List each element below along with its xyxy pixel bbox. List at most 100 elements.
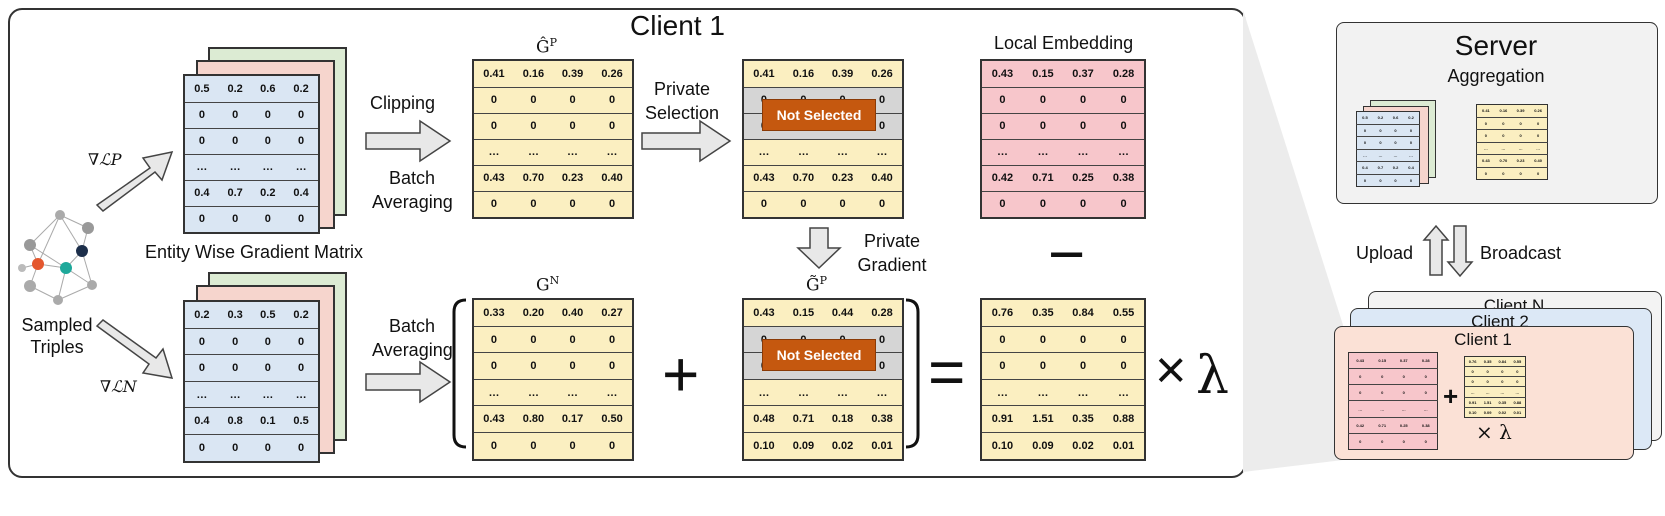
- gp-selected-matrix-cell: …: [822, 138, 863, 165]
- result-matrix-cell: 0: [1103, 352, 1145, 380]
- gp-selected-matrix-cell: 0.40: [862, 164, 903, 191]
- local-embedding-matrix-cell: 0.28: [1103, 60, 1145, 87]
- gp-tilde-matrix-cell: 0.18: [822, 405, 863, 433]
- gp-tilde-matrix-cell: 0.10: [743, 431, 784, 460]
- server-mini-grad-cell: 0: [1372, 123, 1388, 137]
- client-stack-mini-embedding-cell: …: [1414, 400, 1438, 418]
- neg-gradient-matrix-cell: 0: [184, 354, 219, 382]
- gp-matrix-cell: 0: [592, 112, 633, 139]
- result-matrix-cell: …: [1062, 378, 1104, 406]
- server-mini-out-cell: …: [1511, 141, 1530, 155]
- neg-gradient-matrix-cell: 0: [251, 354, 285, 382]
- gp-matrix-cell: 0: [552, 112, 593, 139]
- result-matrix-cell: 0.10: [981, 431, 1023, 460]
- server-mini-out-row: …………: [1476, 141, 1548, 155]
- gn-matrix-cell: 0.80: [513, 405, 553, 433]
- pos-gradient-matrix-cell: 0.4: [284, 179, 319, 206]
- gp-matrix-cell: 0: [592, 190, 633, 218]
- local-embedding-matrix-cell: 0.42: [981, 164, 1023, 191]
- neg-gradient-matrix-cell: 0: [218, 433, 252, 462]
- gn-matrix-cell: 0: [592, 325, 633, 353]
- server-mini-grad-cell: 0.6: [1387, 111, 1404, 124]
- result-matrix-cell: 0: [1062, 325, 1104, 353]
- pos-gradient-matrix-cell: 0.2: [251, 179, 285, 206]
- client-stack-mini-result-cell: 1.51: [1480, 396, 1495, 408]
- result-matrix-cell: …: [981, 378, 1023, 406]
- pos-gradient-matrix-cell: 0: [184, 205, 219, 233]
- client-stack-mini-result-cell: 0.02: [1494, 406, 1510, 418]
- gp-selected-matrix-cell: …: [743, 138, 784, 165]
- neg-gradient-matrix-cell: 0.4: [184, 407, 219, 435]
- server-mini-grad-cell: 0: [1387, 123, 1404, 137]
- gn-matrix-cell: 0: [552, 352, 593, 380]
- pos-gradient-matrix-cell: 0.6: [251, 75, 285, 102]
- neg-gradient-matrix-cell: 0: [184, 327, 219, 355]
- client-stack-mini-embedding-cell: …: [1371, 400, 1393, 418]
- gp-selected-matrix-cell: …: [783, 138, 823, 165]
- not-selected-badge-top: Not Selected: [762, 99, 876, 131]
- gn-matrix-cell: 0: [592, 352, 633, 380]
- pos-gradient-matrix-cell: …: [284, 153, 319, 180]
- local-embedding-matrix-cell: 0: [981, 86, 1023, 113]
- client-stack-mini-result-cell: …: [1464, 386, 1481, 398]
- server-mini-out-cell: 0.41: [1476, 104, 1495, 117]
- server-mini-out-cell: 0: [1511, 116, 1530, 130]
- client-stack-mini-result-cell: 0.84: [1494, 356, 1510, 367]
- local-embedding-matrix-cell: 0: [1022, 190, 1063, 218]
- client-stack-mini-embedding-cell: 0.37: [1392, 352, 1415, 369]
- client-stack-mini-result-cell: …: [1509, 386, 1526, 398]
- gn-matrix-cell: 0.33: [473, 299, 514, 327]
- server-mini-grad-cell: 0.2: [1372, 111, 1388, 124]
- batch-averaging-label-top: Batch Averaging: [372, 168, 453, 212]
- gn-matrix-cell: …: [513, 378, 553, 406]
- local-embedding-matrix-cell: 0.71: [1022, 164, 1063, 191]
- pos-gradient-matrix-cell: 0: [284, 101, 319, 128]
- gn-title-base: G: [536, 275, 550, 296]
- pos-gradient-matrix-cell: 0: [251, 127, 285, 154]
- neg-gradient-matrix-cell: 0: [284, 327, 319, 355]
- pos-gradient-matrix-cell: 0.5: [184, 75, 219, 102]
- gp-matrix-cell: 0: [513, 112, 553, 139]
- gp-matrix-cell: 0: [473, 112, 514, 139]
- client-stack-mini-result-cell: 0.88: [1509, 396, 1526, 408]
- gn-matrix-cell: 0: [513, 352, 553, 380]
- local-embedding-matrix-cell: 0: [1103, 190, 1145, 218]
- result-matrix-cell: 0: [1022, 325, 1063, 353]
- local-embedding-label: Local Embedding: [994, 33, 1134, 53]
- gp-selected-matrix: 0.410.160.390.2600000000…………0.430.700.23…: [742, 59, 904, 219]
- local-embedding-matrix-cell: …: [1103, 138, 1145, 165]
- local-embedding-matrix-cell: 0: [1062, 112, 1104, 139]
- gp-matrix-row: …………: [473, 138, 633, 165]
- upload-label: Upload: [1356, 243, 1414, 263]
- client-stack-mini-result-cell: 0: [1480, 366, 1495, 377]
- client-stack-mini-embedding-cell: 0: [1371, 384, 1393, 401]
- gp-matrix-cell: 0: [513, 190, 553, 218]
- gp-title: ĜP: [536, 36, 557, 58]
- client-stack-mini-result-cell: 0.76: [1464, 356, 1481, 367]
- server-mini-grad-cell: 0.4: [1356, 161, 1373, 174]
- gp-tilde-title-base: G̃: [806, 275, 820, 296]
- client-stack-mini-result-cell: 0.91: [1464, 396, 1481, 408]
- neg-gradient-matrix-cell: 0: [284, 433, 319, 462]
